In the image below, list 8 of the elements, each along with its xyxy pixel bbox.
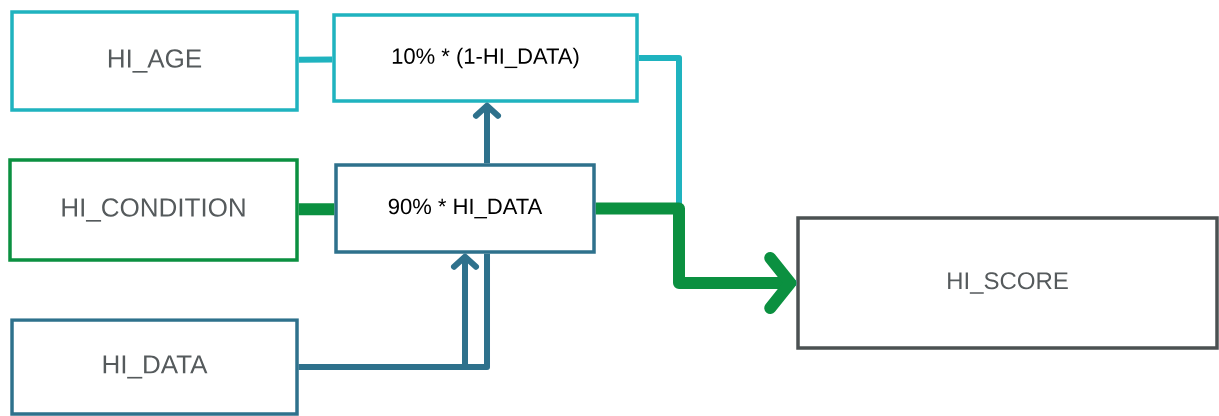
process-box: HI_AGE xyxy=(10,10,299,112)
process-box: 10% * (1-HI_DATA) xyxy=(332,13,639,103)
process-box: 90% * HI_DATA xyxy=(334,163,596,254)
process-box: HI_CONDITION xyxy=(8,158,299,262)
process-box: HI_SCORE xyxy=(796,216,1219,350)
arrow xyxy=(595,202,797,314)
arrow xyxy=(473,102,501,164)
process-box: HI_DATA xyxy=(10,318,299,416)
